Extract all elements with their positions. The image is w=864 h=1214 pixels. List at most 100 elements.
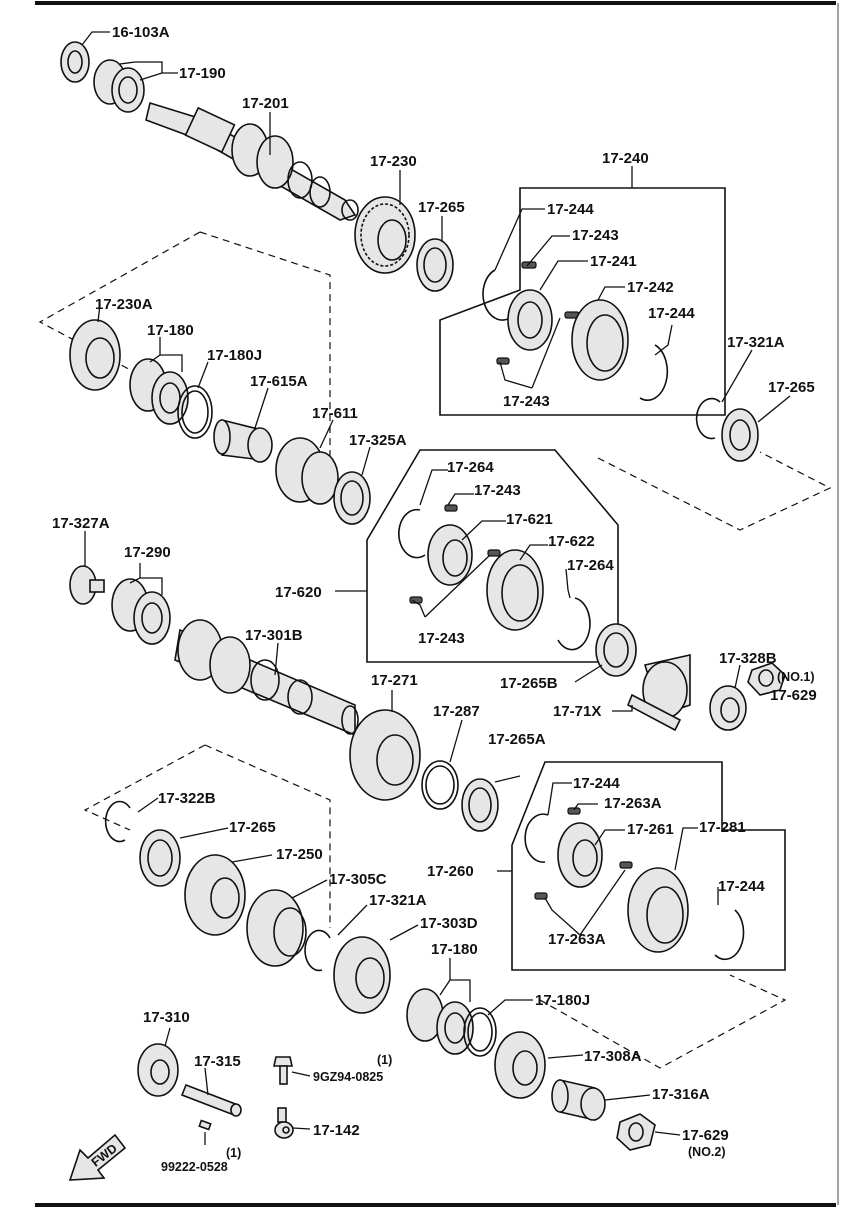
label-17-611: 17-611: [312, 405, 358, 422]
label-17-260: 17-260: [427, 863, 474, 880]
label-17-321A-b: 17-321A: [369, 892, 427, 909]
bolt-9GZ94-0825: [273, 1056, 293, 1085]
label-17-265A: 17-265A: [488, 731, 546, 748]
label-17-265-a: 17-265: [418, 199, 465, 216]
label-17-327A: 17-327A: [52, 515, 110, 532]
dashed-region-upper-left: [199, 231, 331, 465]
gear-17-611: [275, 437, 339, 505]
label-qty-1-b: (1): [226, 1146, 241, 1160]
label-17-190: 17-190: [179, 65, 226, 82]
label-17-180-b: 17-180: [431, 941, 478, 958]
label-17-629-b: 17-629: [682, 1127, 729, 1144]
dashed-region-lower-left-b: [83, 744, 206, 831]
bracket-17-142: [274, 1107, 294, 1139]
label-17-322B: 17-322B: [158, 790, 216, 807]
label-17-303D: 17-303D: [420, 915, 478, 932]
label-17-263A-b: 17-263A: [548, 931, 606, 948]
label-17-615A: 17-615A: [250, 373, 308, 390]
label-17-243-d: 17-243: [418, 630, 465, 647]
box-17-260: [511, 761, 786, 971]
gear-17-230A: [69, 319, 121, 391]
label-17-230A: 17-230A: [95, 296, 153, 313]
synchro-17-240-parts: [482, 261, 669, 401]
label-17-310: 17-310: [143, 1009, 190, 1026]
label-17-180J-a: 17-180J: [207, 347, 262, 364]
label-no2: (NO.2): [688, 1145, 726, 1159]
snapring-17-321A-lower: [304, 929, 331, 972]
gear-17-271: [349, 709, 421, 801]
gear-17-303D: [333, 936, 391, 1014]
dashed-region-right: [597, 451, 832, 531]
label-9GZ94-0825: 9GZ94-0825: [313, 1070, 383, 1084]
bearing-16-103A: [60, 41, 90, 83]
label-17-264-b: 17-264: [567, 557, 614, 574]
bearing-17-290: [111, 578, 171, 645]
dashed-region-lower-left: [204, 744, 331, 928]
label-17-620: 17-620: [275, 584, 322, 601]
label-17-71X: 17-71X: [553, 703, 601, 720]
fwd-arrow-icon: [68, 1133, 127, 1181]
bearing-17-327A: [69, 565, 105, 605]
label-17-244-b: 17-244: [648, 305, 695, 322]
label-qty-1-a: (1): [377, 1053, 392, 1067]
bearing-17-180-upper: [129, 358, 189, 425]
ring-17-265-lower: [139, 829, 181, 887]
bearing-17-190: [93, 59, 145, 113]
label-17-308A: 17-308A: [584, 1048, 642, 1065]
label-17-263A-a: 17-263A: [604, 795, 662, 812]
label-17-242: 17-242: [627, 279, 674, 296]
label-17-244-d: 17-244: [718, 878, 765, 895]
label-17-290: 17-290: [124, 544, 171, 561]
shaft-17-315: [180, 1083, 242, 1117]
label-17-244-a: 17-244: [547, 201, 594, 218]
dashed-region-lower-right: [539, 974, 787, 1069]
label-17-315: 17-315: [194, 1053, 241, 1070]
gear-17-308A: [494, 1031, 546, 1099]
label-17-265-b: 17-265: [768, 379, 815, 396]
label-17-243-b: 17-243: [503, 393, 550, 410]
sleeve-17-615A: [213, 418, 273, 463]
label-17-271: 17-271: [371, 672, 418, 689]
gear-17-250: [184, 854, 246, 936]
label-17-316A: 17-316A: [652, 1086, 710, 1103]
ring-17-265B: [595, 623, 637, 677]
ring-17-325A: [333, 471, 371, 525]
label-17-287: 17-287: [433, 703, 480, 720]
label-17-301B: 17-301B: [245, 627, 303, 644]
label-17-629-a: 17-629: [770, 687, 817, 704]
box-17-240: [439, 187, 726, 416]
label-17-265-c: 17-265: [229, 819, 276, 836]
label-99222-0528: 99222-0528: [161, 1160, 228, 1174]
labels: 16-103A 17-190 17-201 17-230 17-240 17-2…: [52, 24, 817, 1174]
label-16-103A: 16-103A: [112, 24, 170, 41]
nut-17-629-no1: [747, 662, 786, 696]
label-17-321A-a: 17-321A: [727, 334, 785, 351]
label-17-180J-b: 17-180J: [535, 992, 590, 1009]
label-17-250: 17-250: [276, 846, 323, 863]
label-17-230: 17-230: [370, 153, 417, 170]
input-shaft-17-201: [145, 101, 359, 221]
synchro-17-620-parts: [398, 504, 591, 651]
snapring-17-321A-upper: [695, 397, 721, 440]
label-17-261: 17-261: [627, 821, 674, 838]
gear-17-305C: [246, 889, 307, 967]
collar-17-328B: [709, 685, 747, 731]
gear-17-230: [354, 196, 416, 274]
label-17-281: 17-281: [699, 819, 746, 836]
label-17-244-c: 17-244: [573, 775, 620, 792]
label-17-241: 17-241: [590, 253, 637, 270]
part-17-287: [421, 760, 459, 810]
shift-part-17-71X: [626, 654, 691, 732]
label-17-243-c: 17-243: [474, 482, 521, 499]
ring-17-180J-upper: [177, 385, 213, 439]
ring-17-180J-lower: [463, 1007, 497, 1057]
label-17-142: 17-142: [313, 1122, 360, 1139]
bearing-17-180-lower: [406, 988, 474, 1055]
label-17-621: 17-621: [506, 511, 553, 528]
sleeve-17-316A: [551, 1078, 606, 1122]
gear-17-310: [137, 1043, 179, 1097]
label-17-305C: 17-305C: [329, 871, 387, 888]
label-17-201: 17-201: [242, 95, 289, 112]
label-17-180-a: 17-180: [147, 322, 194, 339]
